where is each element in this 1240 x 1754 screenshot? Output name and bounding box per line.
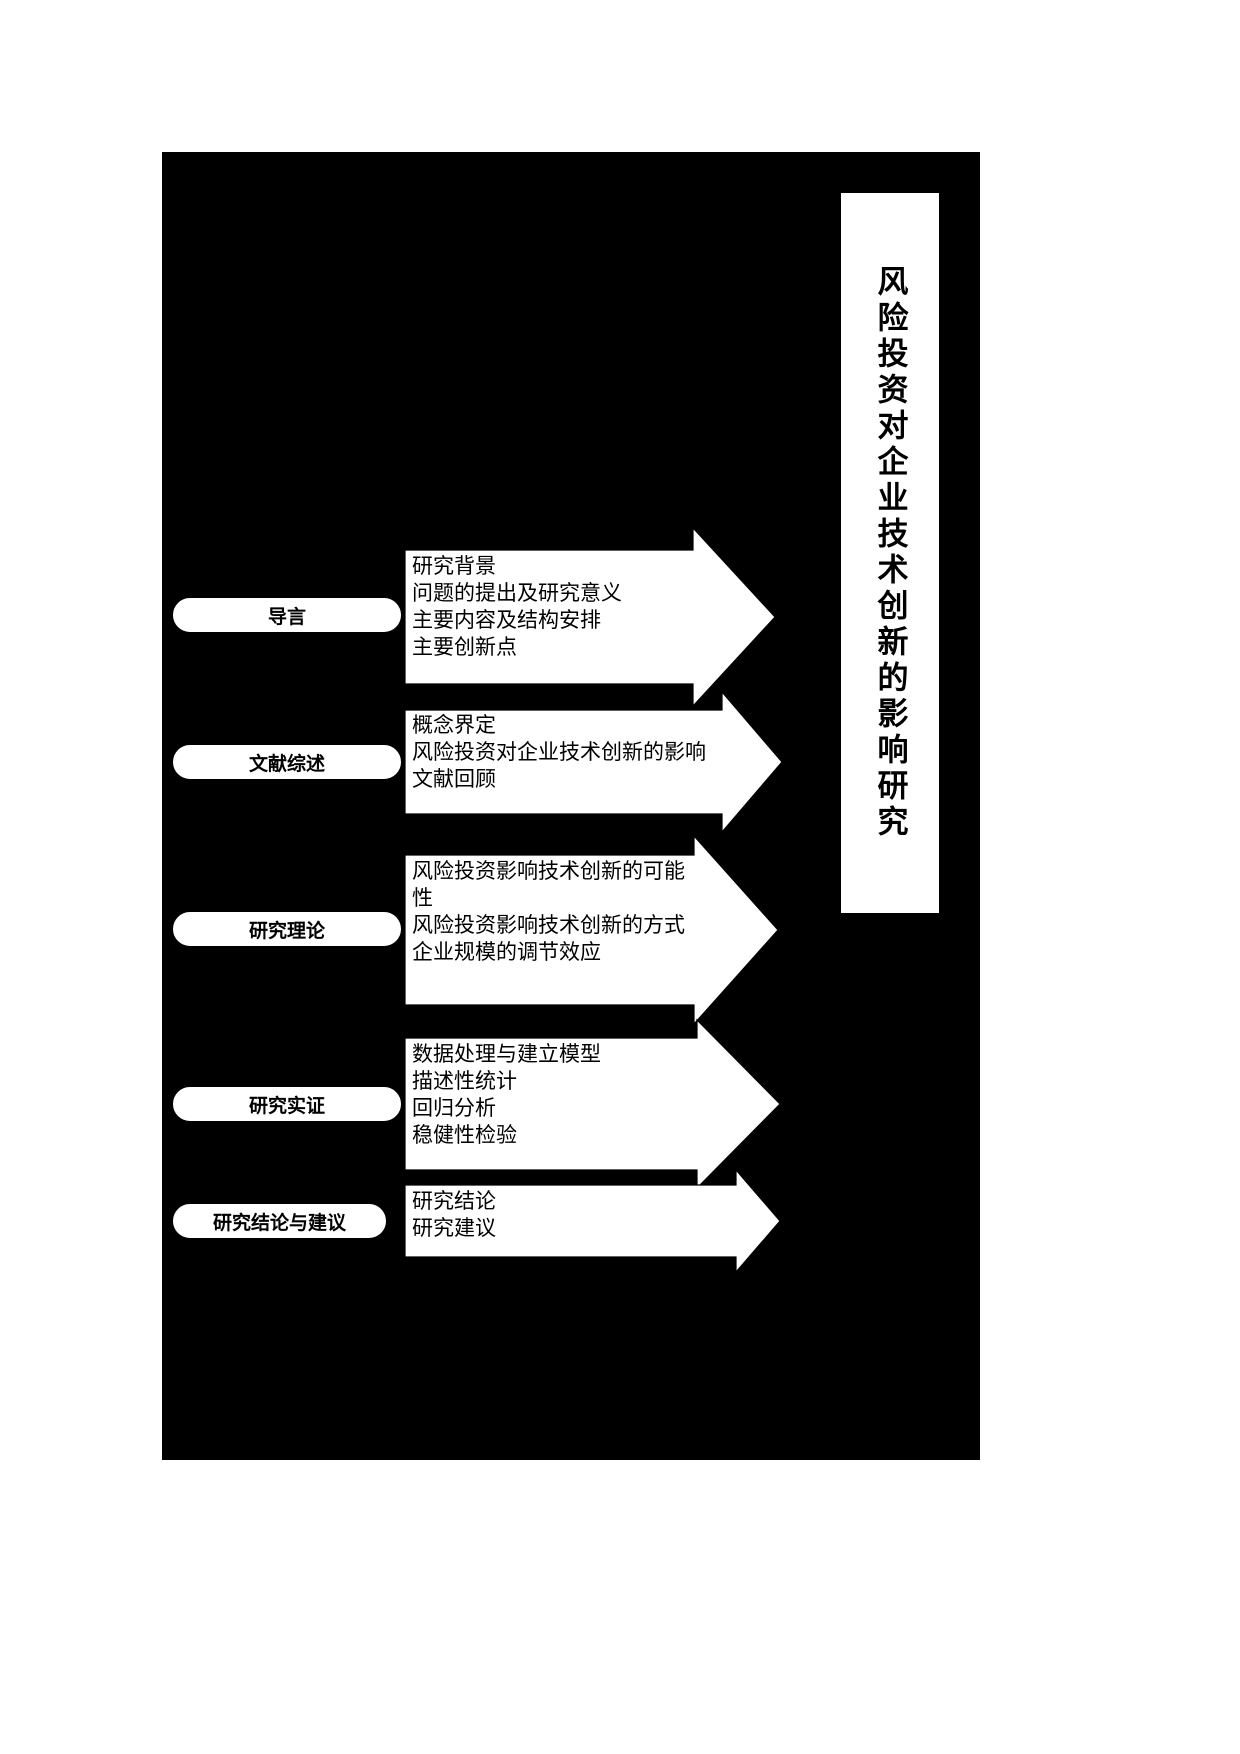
stage-content-2: 概念界定 风险投资对企业技术创新的影响 文献回顾: [412, 713, 706, 791]
stage-content-3: 风险投资影响技术创新的可能 性 风险投资影响技术创新的方式 企业规模的调节效应: [412, 859, 685, 964]
stage-label-4[interactable]: 研究实证: [172, 1086, 402, 1122]
stage-label-5[interactable]: 研究结论与建议: [172, 1203, 387, 1239]
stage-label-1[interactable]: 导言: [172, 597, 402, 633]
research-title-text: 风险投资对企业技术创新的影响研究: [872, 265, 908, 841]
research-title-box: 风险投资对企业技术创新的影响研究: [840, 192, 940, 914]
stage-content-4: 数据处理与建立模型 描述性统计 回归分析 稳健性检验: [412, 1042, 601, 1147]
stage-label-2[interactable]: 文献综述: [172, 744, 402, 780]
stage-label-3[interactable]: 研究理论: [172, 911, 402, 947]
stage-content-1: 研究背景 问题的提出及研究意义 主要内容及结构安排 主要创新点: [412, 554, 622, 659]
stage-content-5: 研究结论 研究建议: [412, 1189, 496, 1240]
